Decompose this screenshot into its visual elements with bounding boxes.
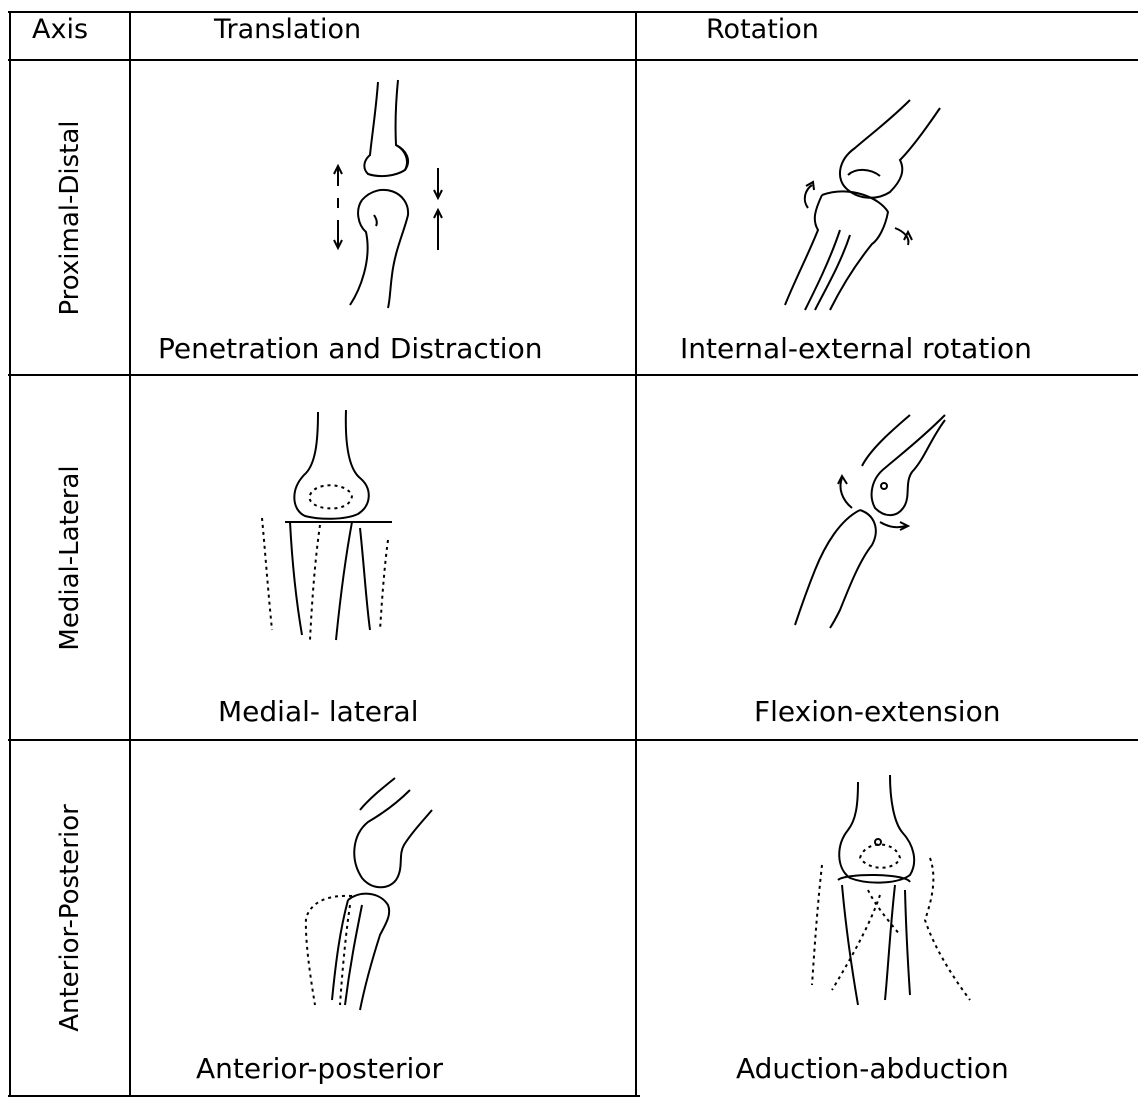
knee-internal-external-rotation-illustration: [785, 100, 940, 310]
knee-anterior-posterior-illustration: [306, 778, 432, 1010]
knee-flexion-extension-illustration: [795, 415, 945, 628]
knee-medial-lateral-illustration: [262, 410, 392, 640]
knee-aduction-abduction-illustration: [812, 775, 970, 1005]
knee-penetration-distraction-illustration: [334, 80, 442, 308]
